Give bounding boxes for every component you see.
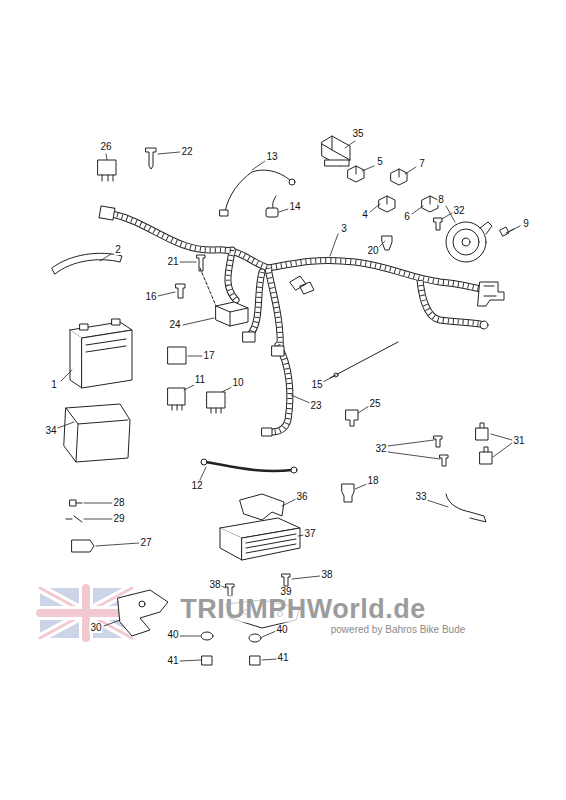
- callout-number: 10: [231, 378, 244, 388]
- clip: [476, 423, 488, 440]
- washer: [66, 516, 82, 522]
- callout-number: 30: [89, 623, 102, 633]
- cable: [206, 462, 292, 471]
- callout-number: 31: [512, 436, 525, 446]
- callout-number: 22: [180, 147, 193, 157]
- bolt: [146, 148, 156, 169]
- callout-number: 34: [44, 426, 57, 436]
- callout-number: 12: [190, 481, 203, 491]
- grommet: [201, 632, 213, 640]
- callout-number: 3: [340, 224, 348, 234]
- callout-number: 29: [112, 514, 125, 524]
- connector: [379, 196, 395, 212]
- callout-number: 27: [139, 538, 152, 548]
- relay: [98, 160, 116, 175]
- callout-number: 16: [144, 292, 157, 302]
- callout-number: 18: [366, 476, 379, 486]
- screw: [70, 500, 82, 506]
- callout-number: 41: [276, 653, 289, 663]
- sensor: [72, 540, 94, 552]
- callout-number: 17: [202, 351, 215, 361]
- clip: [480, 447, 492, 464]
- relay: [207, 392, 225, 408]
- callout-number: 2: [114, 245, 122, 255]
- callout-number: 24: [168, 320, 181, 330]
- screw: [282, 574, 290, 586]
- battery-pad: [64, 404, 130, 462]
- callout-number: 28: [112, 498, 125, 508]
- callout-number: 8: [437, 195, 445, 205]
- screw: [434, 436, 442, 447]
- flag-watermark: [40, 588, 132, 638]
- screw: [176, 284, 185, 298]
- callout-number: 20: [366, 246, 379, 256]
- callout-number: 7: [418, 159, 426, 169]
- switch: [342, 484, 354, 502]
- wire-clip: [446, 494, 486, 522]
- wire-lead: [225, 170, 290, 212]
- callout-number: 11: [194, 375, 206, 385]
- callout-number: 37: [303, 529, 316, 539]
- callout-number: 40: [166, 630, 179, 640]
- bracket: [240, 494, 284, 520]
- callout-number: 40: [275, 625, 288, 635]
- connector: [348, 166, 364, 182]
- watermark-subtitle: powered by Bahros Bike Bude: [331, 625, 466, 635]
- connector: [422, 196, 438, 212]
- callout-number: 32: [452, 206, 465, 216]
- fuse-box: [220, 518, 300, 560]
- callout-number: 25: [368, 399, 381, 409]
- leader-line: [58, 141, 520, 661]
- callout-number: 32: [374, 444, 387, 454]
- callout-number: 15: [310, 380, 323, 390]
- module: [216, 302, 248, 326]
- callout-number: 21: [166, 257, 179, 267]
- screw: [440, 455, 448, 466]
- screw: [434, 218, 442, 230]
- callout-number: 26: [99, 142, 112, 152]
- callout-number: 5: [376, 157, 384, 167]
- callout-number: 38: [320, 570, 333, 580]
- relay: [168, 388, 185, 405]
- bracket: [118, 590, 168, 636]
- callout-number: 9: [522, 219, 530, 229]
- callout-number: 13: [265, 152, 278, 162]
- callout-number: 38: [208, 580, 221, 590]
- screw: [226, 584, 234, 596]
- callout-number: 4: [361, 210, 369, 220]
- battery-strap: [52, 253, 122, 274]
- callout-number: 23: [309, 401, 322, 411]
- screw: [197, 255, 205, 271]
- connector: [391, 169, 407, 185]
- battery: [70, 319, 132, 388]
- connector: [346, 410, 358, 426]
- rod: [330, 342, 398, 378]
- screw: [500, 227, 514, 236]
- connector: [266, 208, 278, 217]
- watermark: TRIUMPHWorld.de: [180, 596, 426, 623]
- grommet: [249, 634, 261, 642]
- spacer: [202, 656, 212, 665]
- relay: [168, 347, 186, 364]
- callout-number: 41: [166, 656, 179, 666]
- callout-number: 35: [351, 129, 364, 139]
- horn: [446, 222, 492, 262]
- callout-number: 1: [50, 380, 58, 390]
- callout-number: 36: [295, 492, 308, 502]
- connector: [322, 136, 350, 166]
- callout-number: 14: [288, 202, 301, 212]
- callout-number: 33: [414, 492, 427, 502]
- callout-number: 6: [403, 212, 411, 222]
- spacer: [250, 656, 260, 665]
